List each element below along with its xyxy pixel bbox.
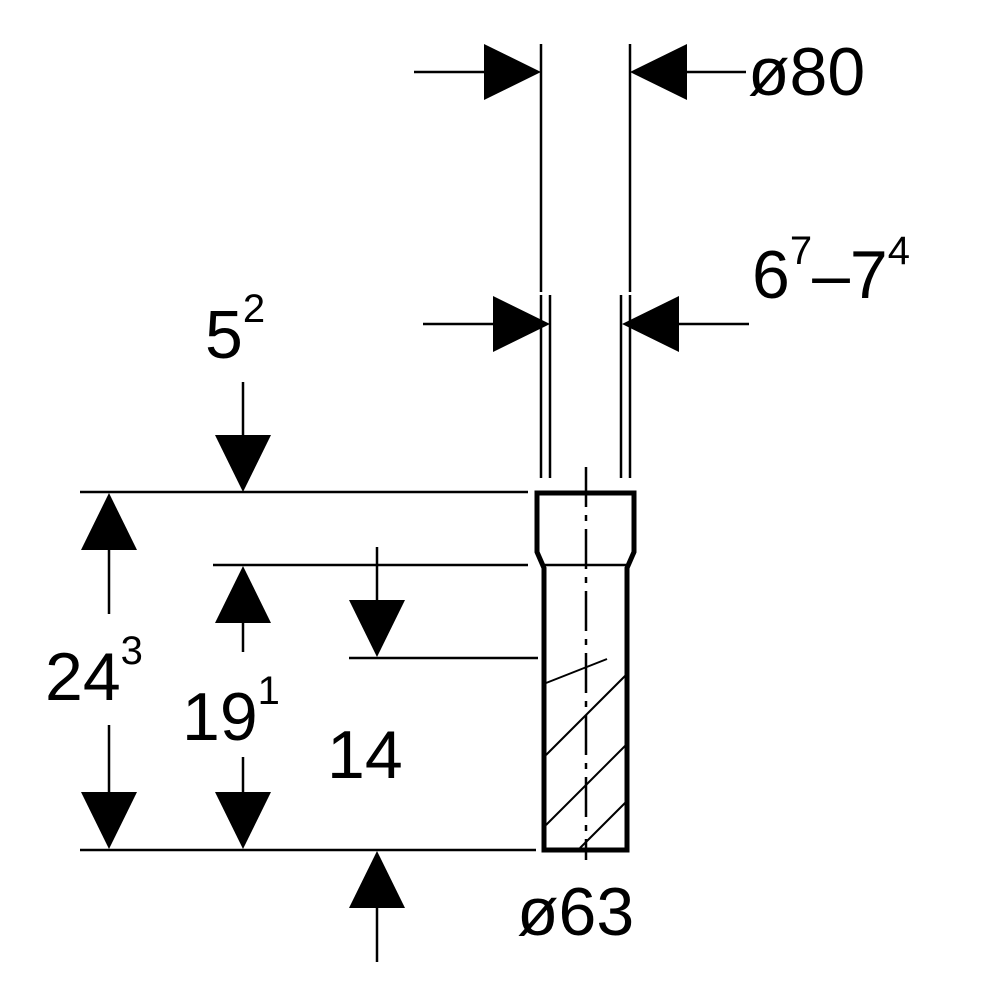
- top-offset-dimension: 52: [205, 287, 271, 492]
- wall-arrow-right: [622, 296, 679, 352]
- mid-height-arrow-up: [215, 566, 271, 623]
- mid-height-dimension: 191: [182, 566, 280, 849]
- inner-diameter-label: ø63: [517, 874, 634, 950]
- top-offset-arrow: [215, 435, 271, 492]
- insert-height-dimension: 14: [327, 547, 405, 962]
- outer-arrow-right: [630, 44, 687, 100]
- pipe-hatching: [545, 658, 627, 849]
- outer-arrow-left: [484, 44, 541, 100]
- outer-diameter-dimension: ø80: [414, 34, 865, 292]
- outer-diameter-label: ø80: [748, 34, 865, 110]
- total-height-label: 243: [45, 629, 143, 715]
- insert-height-label: 14: [327, 717, 403, 793]
- top-offset-label: 52: [205, 287, 265, 373]
- total-height-arrow-up: [81, 493, 137, 550]
- pipe-adapter: [534, 467, 637, 860]
- mid-height-arrow-down: [215, 792, 271, 849]
- insert-height-arrow-down: [349, 600, 405, 657]
- insert-height-arrow-up: [349, 851, 405, 908]
- pipe-socket-outline: [534, 490, 637, 853]
- wall-range-label: 67–74: [752, 229, 910, 313]
- wall-arrow-left: [493, 296, 550, 352]
- mid-height-label: 191: [182, 669, 280, 755]
- total-height-dimension: 243: [45, 493, 143, 849]
- total-height-arrow-down: [81, 792, 137, 849]
- wall-range-dimension: 67–74: [423, 229, 910, 478]
